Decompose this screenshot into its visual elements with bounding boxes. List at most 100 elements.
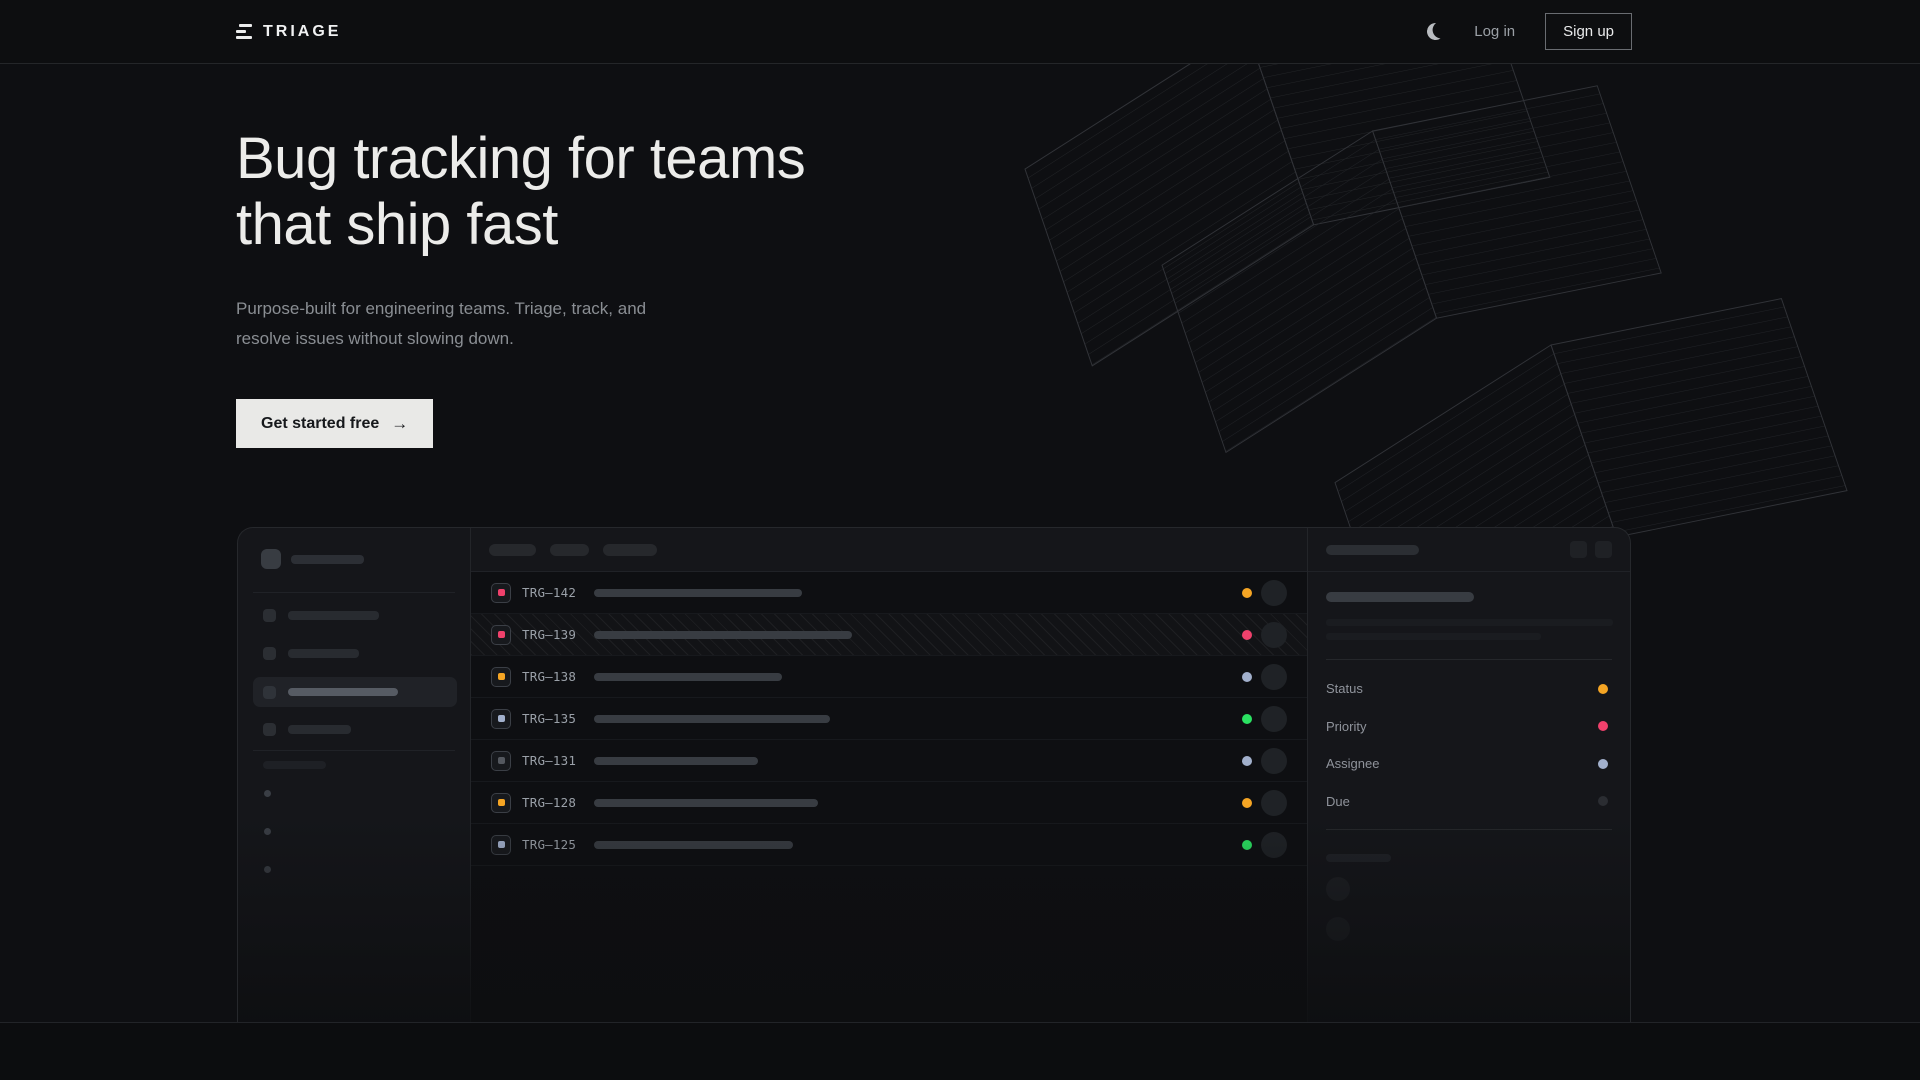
avatar-skeleton	[1326, 877, 1350, 901]
sidebar-item-label-skeleton	[288, 610, 379, 620]
activity-label-skeleton	[1326, 854, 1391, 862]
hero-section: Bug tracking for teams that ship fast Pu…	[236, 126, 806, 354]
detail-field-value-dot	[1598, 721, 1608, 732]
issue-assignee-avatar	[1261, 663, 1287, 690]
sidebar-footer-dot	[264, 828, 271, 835]
brand-name: TRIAGE	[263, 22, 342, 40]
issue-priority-dot	[497, 589, 505, 596]
detail-field-value-dot	[1598, 796, 1608, 807]
panel-action-button-1[interactable]	[1570, 541, 1587, 558]
sidebar-item-icon	[263, 608, 276, 622]
issue-assignee-avatar	[1261, 831, 1287, 858]
detail-panel-header	[1308, 528, 1630, 572]
footer	[0, 1022, 1920, 1080]
detail-header-skeleton	[1326, 545, 1419, 555]
list-filter-pill-2[interactable]	[550, 543, 589, 556]
issue-row[interactable]: TRG–138	[471, 656, 1307, 698]
detail-field-label: Due	[1326, 793, 1350, 809]
issue-title-skeleton	[594, 630, 852, 639]
issue-assignee-avatar	[1261, 789, 1287, 816]
issue-row[interactable]: TRG–142	[471, 572, 1307, 614]
issue-status-dot	[1242, 587, 1252, 598]
triage-logo-icon	[236, 24, 252, 39]
brand[interactable]: TRIAGE	[236, 23, 341, 41]
detail-field-label: Status	[1326, 681, 1363, 697]
issue-title-skeleton	[594, 756, 758, 765]
workspace-icon	[261, 549, 281, 569]
detail-field-label: Priority	[1326, 718, 1367, 734]
detail-field-value-dot	[1598, 683, 1608, 694]
issue-priority-dot	[497, 673, 505, 680]
panel-action-button-2[interactable]	[1595, 541, 1612, 558]
issue-priority-dot	[497, 715, 505, 722]
issue-id: TRG–131	[522, 753, 577, 768]
detail-field-due[interactable]: Due	[1326, 783, 1612, 821]
detail-field-priority[interactable]: Priority	[1326, 708, 1612, 746]
login-link[interactable]: Log in	[1474, 23, 1516, 40]
dark-mode-toggle-moon-icon[interactable]	[1425, 21, 1446, 42]
workspace-switcher[interactable]	[261, 549, 364, 569]
panel-divider	[1326, 829, 1612, 830]
nav-actions: Log in Sign up	[1427, 13, 1632, 50]
detail-field-assignee[interactable]: Assignee	[1326, 745, 1612, 783]
workspace-name-skeleton	[291, 554, 364, 564]
issue-id: TRG–135	[522, 711, 577, 726]
sidebar-divider	[253, 750, 455, 751]
detail-field-value-dot	[1598, 758, 1608, 769]
detail-description-skeleton	[1326, 633, 1541, 640]
issue-row[interactable]: TRG–125	[471, 824, 1307, 866]
hero-title-line2: that ship fast	[236, 192, 558, 257]
issue-priority-dot	[497, 631, 505, 638]
arrow-right-icon: →	[391, 413, 409, 433]
hero-subtitle: Purpose-built for engineering teams. Tri…	[236, 299, 647, 348]
get-started-button[interactable]: Get started free →	[236, 399, 434, 448]
issue-status-dot	[1242, 839, 1252, 850]
issue-priority-icon	[491, 708, 511, 729]
issue-id: TRG–139	[522, 627, 577, 642]
detail-field-status[interactable]: Status	[1326, 670, 1612, 708]
issue-assignee-avatar	[1261, 705, 1287, 732]
signup-button[interactable]: Sign up	[1545, 13, 1632, 50]
issue-priority-dot	[497, 757, 505, 764]
list-filter-pill-1[interactable]	[489, 543, 536, 556]
sidebar-item-1[interactable]	[253, 600, 457, 630]
mockup-sidebar	[238, 528, 471, 1022]
issue-priority-icon	[491, 666, 511, 687]
avatar-skeleton	[1326, 917, 1350, 941]
issue-id: TRG–142	[522, 585, 577, 600]
issue-priority-dot	[497, 799, 505, 806]
issue-assignee-avatar	[1261, 747, 1287, 774]
issue-status-dot	[1242, 713, 1252, 724]
issue-status-dot	[1242, 671, 1252, 682]
issue-row[interactable]: TRG–128	[471, 782, 1307, 824]
hero-title-line1: Bug tracking for teams	[236, 126, 806, 191]
get-started-label: Get started free	[261, 414, 380, 432]
issue-title-skeleton	[594, 798, 818, 807]
issue-row[interactable]: TRG–131	[471, 740, 1307, 782]
issue-row[interactable]: TRG–135	[471, 698, 1307, 740]
issue-priority-icon	[491, 750, 511, 771]
detail-title-skeleton	[1326, 592, 1474, 602]
sidebar-item-4[interactable]	[253, 714, 457, 744]
sidebar-item-2[interactable]	[253, 638, 457, 668]
panel-divider	[1326, 659, 1612, 660]
issue-list-header	[471, 528, 1307, 572]
sidebar-item-icon	[263, 685, 276, 699]
sidebar-footer-dot	[264, 790, 271, 797]
issue-status-dot	[1242, 755, 1252, 766]
sidebar-item-icon	[263, 646, 276, 660]
issue-row[interactable]: TRG–139	[471, 614, 1307, 656]
top-nav: TRIAGE Log in Sign up	[0, 0, 1920, 64]
issue-id: TRG–125	[522, 837, 577, 852]
sidebar-item-3[interactable]	[253, 677, 457, 707]
hero-title: Bug tracking for teams that ship fast	[236, 126, 806, 258]
list-filter-pill-3[interactable]	[603, 543, 657, 556]
detail-description-skeleton	[1326, 619, 1613, 626]
issue-title-skeleton	[594, 714, 830, 723]
